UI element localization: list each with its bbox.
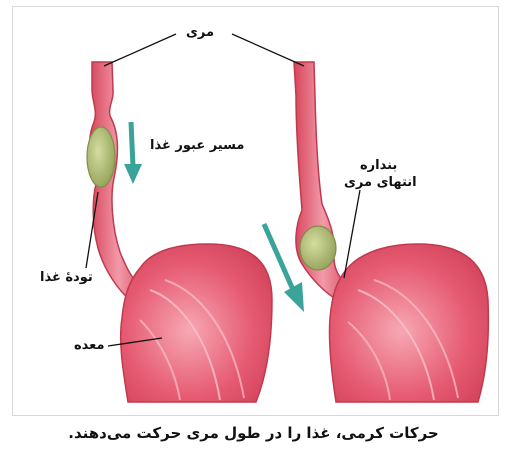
left-esophagus [87,62,148,302]
label-food-path: مسیر عبور غذا [150,138,244,154]
left-direction-arrow [124,122,142,184]
label-stomach: معده [74,338,105,354]
left-food-bolus [87,127,115,187]
right-stomach [329,244,488,402]
label-esophagus: مری [186,25,214,41]
label-food-bolus: تودهٔ غذا [40,270,93,286]
right-food-bolus [300,226,336,270]
label-sphincter-line1: بنداره [360,158,397,174]
figure-caption: حرکات کرمی، غذا را در طول مری حرکت می‌ده… [0,424,507,442]
left-stomach [121,244,272,402]
label-sphincter-line2: انتهای مری [344,175,417,191]
